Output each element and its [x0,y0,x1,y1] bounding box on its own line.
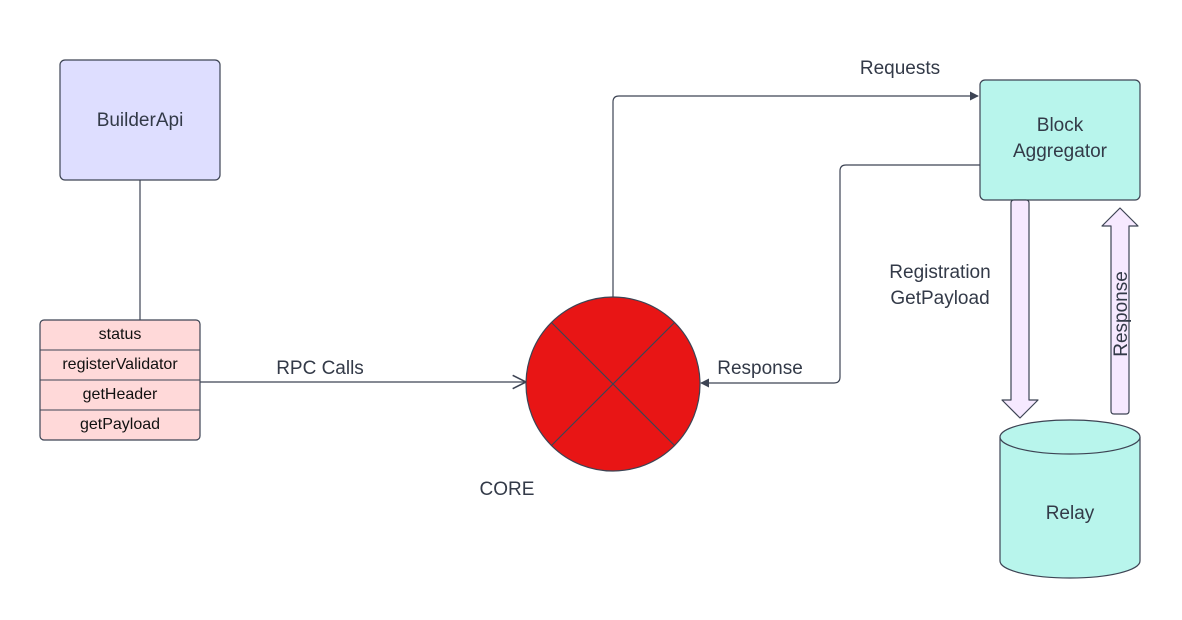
block-aggregator-line1: Block [1037,115,1084,136]
relay-response-block-arrow [1101,207,1139,415]
registration-block-arrow [1001,199,1039,419]
block-aggregator-line2: Aggregator [1013,141,1108,162]
relay-label: Relay [1046,503,1095,524]
method-status: status [99,326,142,343]
requests-arrow [612,91,979,297]
relay-node[interactable]: Relay [999,419,1141,579]
registration-label-line2: GetPayload [890,288,989,309]
registration-label-line1: Registration [889,262,990,283]
response-to-core-label: Response [717,358,803,379]
method-get-payload: getPayload [80,416,160,433]
method-get-header: getHeader [83,386,158,403]
relay-response-label: Response [1111,271,1132,357]
block-aggregator-node[interactable]: Block Aggregator [979,79,1141,201]
core-node[interactable] [525,296,701,472]
rpc-calls-label: RPC Calls [276,358,364,379]
requests-label: Requests [860,58,940,79]
method-register-validator: registerValidator [62,356,178,373]
response-to-core-arrow [700,164,980,388]
builder-api-node[interactable]: BuilderApi [59,59,221,181]
core-label: CORE [480,479,535,500]
methods-list[interactable]: status registerValidator getHeader getPa… [39,319,201,441]
builder-api-label: BuilderApi [97,110,184,131]
